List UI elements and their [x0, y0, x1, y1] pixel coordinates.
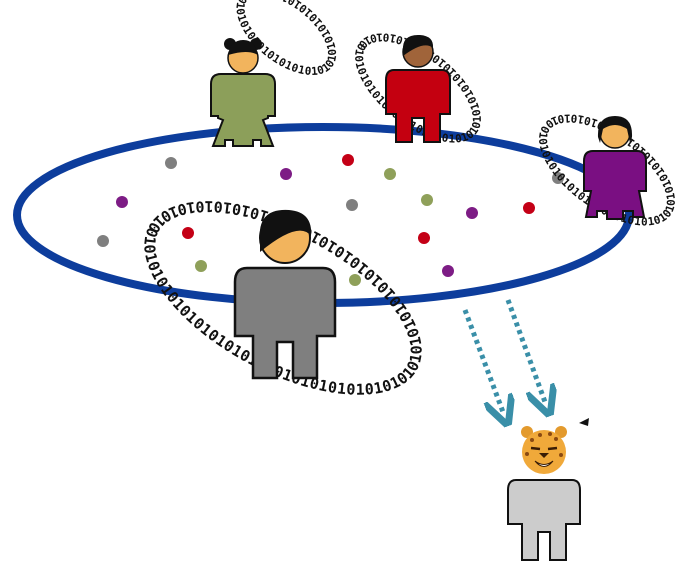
packet-dot [97, 235, 109, 247]
exfiltration-arrows [462, 299, 545, 412]
packet-dot [552, 172, 564, 184]
packet-dot [523, 202, 535, 214]
pointer-triangle-icon [579, 418, 589, 426]
packet-dot [165, 157, 177, 169]
packet-dot [342, 154, 354, 166]
packet-dots [97, 154, 564, 286]
cheetah-mask-icon [521, 426, 567, 474]
binary-ring-olive: 0101010101010101010101010101010101010101… [0, 0, 339, 78]
packet-dot [466, 207, 478, 219]
person-girl-olive [210, 38, 276, 147]
packet-dot [195, 260, 207, 272]
person-attacker [507, 426, 581, 561]
packet-dot [280, 168, 292, 180]
binary-ring-purple: 0101010101010101010101010101010101010101… [0, 0, 678, 228]
packet-dot [116, 196, 128, 208]
packet-dot [182, 227, 194, 239]
person-man-gray [233, 209, 337, 380]
arrow-right [505, 299, 545, 402]
packet-dot [421, 194, 433, 206]
packet-dot [349, 274, 361, 286]
binary-text: 0101010101010101010101010101010101010101… [0, 0, 678, 228]
attacker-body [507, 479, 581, 561]
binary-text: 0101010101010101010101010101010101010101… [0, 0, 339, 78]
person-man-red [385, 34, 451, 143]
packet-dot [442, 265, 454, 277]
person-girl-purple [583, 116, 647, 220]
packet-dot [418, 232, 430, 244]
packet-dot [384, 168, 396, 180]
arrow-left [462, 309, 503, 412]
packet-dot [346, 199, 358, 211]
